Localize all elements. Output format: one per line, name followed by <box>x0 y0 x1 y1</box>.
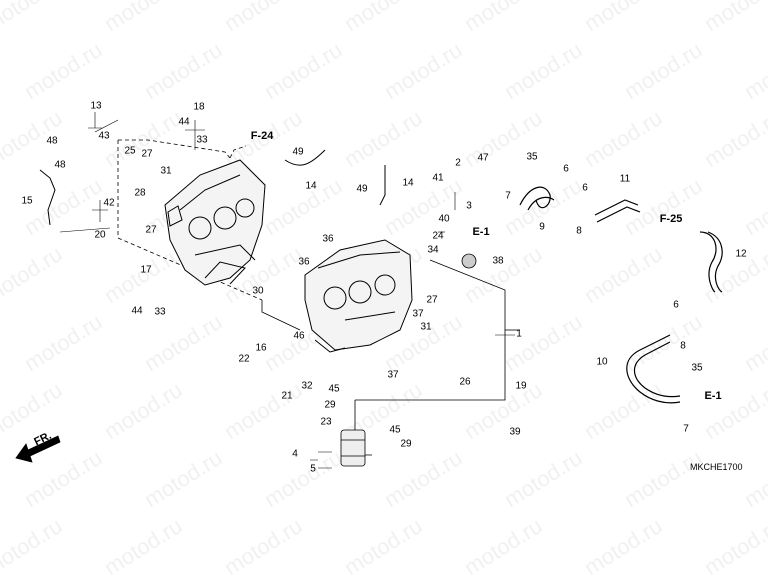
callout: 32 <box>301 380 313 392</box>
callout: 8 <box>576 225 582 237</box>
callout: 43 <box>98 130 110 142</box>
callout: 14 <box>402 177 414 189</box>
harness-14b <box>379 165 386 206</box>
callout: 33 <box>196 134 208 146</box>
callout: 10 <box>596 356 608 368</box>
callout: 29 <box>324 399 336 411</box>
lower-crankcase <box>304 239 413 353</box>
callout: 48 <box>54 159 66 171</box>
callout: 39 <box>509 426 521 438</box>
callout: 30 <box>252 285 264 297</box>
callout: 16 <box>255 342 267 354</box>
reference-e1-top: E-1 <box>472 226 490 238</box>
callout: 28 <box>134 187 146 199</box>
upper-crankcase <box>164 159 266 286</box>
callout: 40 <box>438 213 450 225</box>
callout: 7 <box>683 423 689 435</box>
callout: 23 <box>320 416 332 428</box>
callout: 15 <box>21 195 33 207</box>
oil-filter <box>340 429 366 467</box>
callout: 21 <box>281 390 293 402</box>
callout: 29 <box>400 438 412 450</box>
callout: 36 <box>298 256 310 268</box>
callout: 3 <box>466 200 472 212</box>
leader-lines <box>59 112 515 469</box>
callout: 41 <box>432 172 444 184</box>
callout: 13 <box>90 100 102 112</box>
hose-11 <box>594 199 641 223</box>
reference-f24: F-24 <box>250 130 274 142</box>
callout: 45 <box>328 383 340 395</box>
harness-15 <box>39 169 56 226</box>
callout: 35 <box>526 151 538 163</box>
callout: 20 <box>94 229 106 241</box>
callout: 9 <box>539 221 545 233</box>
diagram-code: MKCHE1700 <box>690 462 743 472</box>
callout: 38 <box>492 255 504 267</box>
hose-10 <box>626 334 681 404</box>
seal-38 <box>461 253 477 269</box>
callout: 31 <box>160 165 172 177</box>
callout: 17 <box>140 264 152 276</box>
callout: 44 <box>178 116 190 128</box>
callout: 5 <box>310 463 316 475</box>
front-arrow <box>15 435 61 463</box>
callout: 37 <box>387 369 399 381</box>
callout: 34 <box>427 244 439 256</box>
callout: 22 <box>238 353 250 365</box>
callout: 33 <box>154 306 166 318</box>
callout: 14 <box>305 180 317 192</box>
reference-f25: F-25 <box>659 213 683 225</box>
callout: 44 <box>131 305 143 317</box>
callout: 27 <box>426 294 438 306</box>
callout: 47 <box>477 152 489 164</box>
callout: 49 <box>356 183 368 195</box>
callout: 26 <box>459 376 471 388</box>
callout: 35 <box>691 362 703 374</box>
callout: 27 <box>145 224 157 236</box>
callout: 7 <box>505 190 511 202</box>
reference-e1-bottom: E-1 <box>704 390 722 402</box>
callout: 6 <box>673 299 679 311</box>
callout: 12 <box>735 248 747 260</box>
callout: 42 <box>103 197 115 209</box>
callout: 37 <box>412 308 424 320</box>
upper-case-frame <box>117 139 263 301</box>
callout: 6 <box>582 182 588 194</box>
callout: 18 <box>193 101 205 113</box>
callout: 45 <box>389 424 401 436</box>
callout: 36 <box>322 233 334 245</box>
callout: 24 <box>432 230 444 242</box>
callout: 6 <box>563 163 569 175</box>
callout: 46 <box>293 330 305 342</box>
callout: 49 <box>292 146 304 158</box>
callout: 11 <box>619 173 631 185</box>
callout: 4 <box>292 448 298 460</box>
callout: 31 <box>420 321 432 333</box>
callout: 19 <box>515 380 527 392</box>
callout: 2 <box>455 157 461 169</box>
callout: 25 <box>124 145 136 157</box>
callout: 27 <box>141 148 153 160</box>
hose-9 <box>519 186 555 211</box>
callout: 1 <box>516 328 522 340</box>
callout: 48 <box>46 135 58 147</box>
hose-12 <box>699 231 723 293</box>
harness-14 <box>284 149 326 166</box>
callout: 8 <box>680 340 686 352</box>
